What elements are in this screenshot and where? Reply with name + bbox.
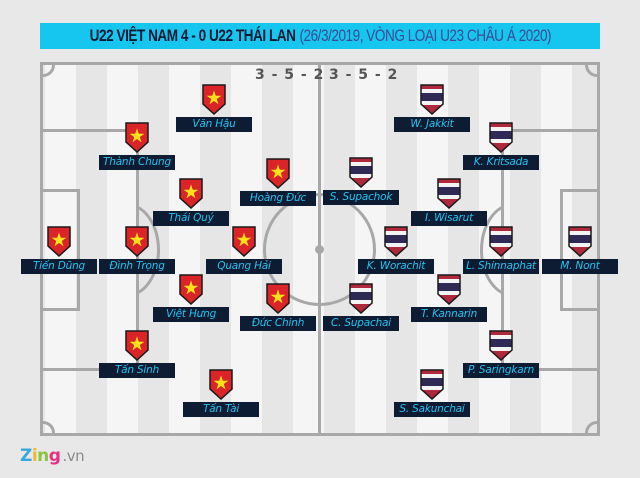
thailand-player: P. Saringkarn [463, 330, 539, 382]
center-spot [315, 245, 324, 254]
thailand-player: K. Worachit [358, 226, 434, 278]
corner-arc-bottom-left [40, 421, 55, 436]
thailand-flag-icon [568, 226, 592, 257]
player-name-label: Tấn Tài [183, 402, 259, 417]
vietnam-flag-icon [47, 226, 71, 257]
vietnam-player: Thái Quý [153, 178, 229, 230]
vietnam-player: Văn Hậu [176, 84, 252, 136]
vietnam-flag-icon [202, 84, 226, 115]
thailand-player: M. Nont [542, 226, 618, 278]
thailand-player: S. Supachok [323, 157, 399, 209]
vietnam-flag-icon [266, 158, 290, 189]
player-name-label: C. Supachai [323, 316, 399, 331]
player-name-label: Thành Chung [99, 155, 175, 170]
thailand-player: L. Shinnaphat [463, 226, 539, 278]
vietnam-player: Tấn Sinh [99, 330, 175, 382]
thailand-flag-icon [489, 122, 513, 153]
vietnam-flag-icon [266, 283, 290, 314]
thailand-flag-icon [349, 283, 373, 314]
thailand-flag-icon [489, 226, 513, 257]
vietnam-flag-icon [125, 122, 149, 153]
player-name-label: K. Kritsada [463, 155, 539, 170]
vietnam-flag-icon [232, 226, 256, 257]
vietnam-player: Hoàng Đức [240, 158, 316, 210]
thailand-flag-icon [420, 369, 444, 400]
vietnam-flag-icon [125, 226, 149, 257]
left-goal-box [40, 189, 80, 311]
right-goal-box [560, 189, 600, 311]
thailand-player: K. Kritsada [463, 122, 539, 174]
player-name-label: Hoàng Đức [240, 191, 316, 206]
center-circle [263, 193, 376, 306]
vietnam-flag-icon [179, 274, 203, 305]
vietnam-player: Việt Hưng [153, 274, 229, 326]
vietnam-flag-icon [209, 369, 233, 400]
player-name-label: L. Shinnaphat [463, 259, 539, 274]
match-title-main: U22 VIỆT NAM 4 - 0 U22 THÁI LAN [89, 26, 296, 45]
player-name-label: S. Supachok [323, 190, 399, 205]
match-title-subtitle: (26/3/2019, VÒNG LOẠI U23 CHÂU Á 2020) [299, 26, 551, 45]
vietnam-player: Tấn Tài [183, 369, 259, 421]
corner-arc-top-right [585, 62, 600, 77]
player-name-label: W. Jakkit [394, 117, 470, 132]
player-name-label: Việt Hưng [153, 307, 229, 322]
thailand-flag-icon [384, 226, 408, 257]
corner-arc-top-left [40, 62, 55, 77]
player-name-label: Văn Hậu [176, 117, 252, 132]
player-name-label: Quang Hải [206, 259, 282, 274]
zing-logo: Zing.vn [20, 446, 85, 466]
vietnam-formation: 3 - 5 - 2 [255, 67, 325, 83]
thailand-flag-icon [349, 157, 373, 188]
vietnam-player: Đức Chinh [240, 283, 316, 335]
vietnam-player: Quang Hải [206, 226, 282, 278]
thailand-flag-icon [437, 274, 461, 305]
thailand-player: T. Kannarin [411, 274, 487, 326]
player-name-label: P. Saringkarn [463, 363, 539, 378]
thailand-player: W. Jakkit [394, 84, 470, 136]
thailand-formation: 3 - 5 - 2 [329, 67, 399, 83]
player-name-label: T. Kannarin [411, 307, 487, 322]
thailand-flag-icon [437, 178, 461, 209]
thailand-flag-icon [489, 330, 513, 361]
player-name-label: Tiến Dũng [21, 259, 97, 274]
player-name-label: Đình Trọng [99, 259, 175, 274]
vietnam-player: Tiến Dũng [21, 226, 97, 278]
vietnam-player: Đình Trọng [99, 226, 175, 278]
player-name-label: Đức Chinh [240, 316, 316, 331]
match-title-banner: U22 VIỆT NAM 4 - 0 U22 THÁI LAN (26/3/20… [40, 23, 600, 49]
player-name-label: Thái Quý [153, 211, 229, 226]
thailand-player: C. Supachai [323, 283, 399, 335]
vietnam-flag-icon [125, 330, 149, 361]
player-name-label: K. Worachit [358, 259, 434, 274]
vietnam-flag-icon [179, 178, 203, 209]
thailand-player: S. Sakunchai [394, 369, 470, 421]
player-name-label: Tấn Sinh [99, 363, 175, 378]
player-name-label: I. Wisarut [411, 211, 487, 226]
player-name-label: S. Sakunchai [394, 402, 470, 417]
player-name-label: M. Nont [542, 259, 618, 274]
vietnam-player: Thành Chung [99, 122, 175, 174]
thailand-player: I. Wisarut [411, 178, 487, 230]
thailand-flag-icon [420, 84, 444, 115]
corner-arc-bottom-right [585, 421, 600, 436]
